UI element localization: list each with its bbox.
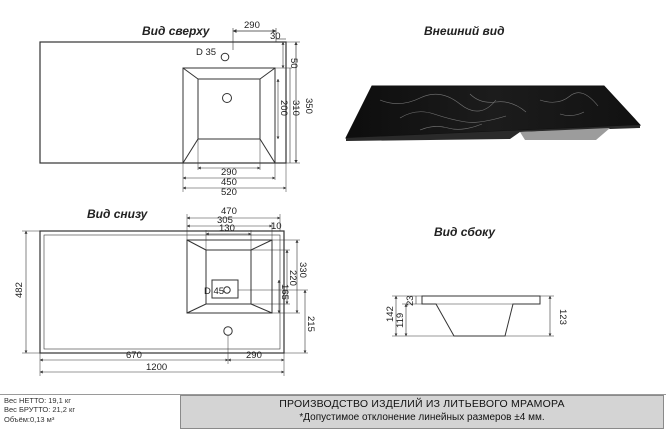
top-view-hole-label: D 35: [196, 47, 216, 58]
bottom-view-hole-label: D 45: [204, 286, 224, 297]
bottom-view: [22, 214, 308, 376]
dim-top-200: 200: [278, 100, 289, 116]
dim-bottom-215: 215: [305, 316, 316, 332]
dim-bottom-330: 330: [297, 262, 308, 278]
dim-bottom-220: 220: [287, 270, 298, 286]
side-view-title: Вид сбоку: [434, 225, 496, 239]
top-view-title: Вид сверху: [142, 24, 211, 38]
dim-side-142: 142: [385, 306, 396, 322]
dim-bottom-470: 470: [221, 206, 237, 217]
footer-divider: [0, 394, 666, 395]
dim-top-450: 450: [221, 177, 237, 188]
top-view-slab-outline: [39, 41, 287, 164]
marble-bowl-underside: [520, 128, 610, 140]
dim-bottom-130: 130: [219, 223, 235, 234]
external-view: Внешний вид: [345, 24, 642, 141]
dim-bottom-290: 290: [246, 350, 262, 361]
spec-gross-weight: Вес БРУТТО: 21,2 кг: [4, 405, 76, 415]
top-view: [39, 28, 300, 192]
marble-slab-edge: [346, 125, 640, 141]
dim-top-50: 50: [288, 58, 299, 69]
dim-top-350: 350: [303, 98, 314, 114]
production-box: ПРОИЗВОДСТВО ИЗДЕЛИЙ ИЗ ЛИТЬЕВОГО МРАМОР…: [180, 395, 664, 429]
side-view: Вид сбоку 142 119 23 123: [385, 225, 568, 337]
bottom-view-slab-inner: [43, 234, 281, 350]
dim-side-123: 123: [557, 309, 568, 325]
dim-top-30: 30: [270, 31, 281, 42]
top-view-drain: [222, 93, 232, 103]
top-view-bowl-outer: [182, 67, 276, 164]
bottom-view-faucet-hole: [223, 326, 233, 336]
specs-block: Вес НЕТТО: 19,1 кг Вес БРУТТО: 21,2 кг О…: [4, 396, 176, 442]
bottom-view-labels: Вид снизу 470 305 130 10 482 D 45 330 22…: [14, 206, 316, 373]
bottom-view-title: Вид снизу: [87, 207, 149, 221]
dim-bottom-670: 670: [126, 350, 142, 361]
spec-volume: Объём:0,13 м³: [4, 414, 55, 424]
external-view-title: Внешний вид: [424, 24, 505, 38]
marble-veins: [379, 92, 599, 131]
top-view-bowl-inner: [197, 78, 261, 140]
side-view-profile: [421, 295, 541, 337]
production-title: ПРОИЗВОДСТВО ИЗДЕЛИЙ ИЗ ЛИТЬЕВОГО МРАМОР…: [279, 398, 565, 410]
dim-top-520: 520: [221, 187, 237, 198]
dim-bottom-1200: 1200: [146, 362, 167, 373]
dim-top-290: 290: [244, 20, 260, 31]
dim-bottom-10: 10: [271, 221, 282, 232]
dim-bottom-482: 482: [14, 282, 25, 298]
bottom-view-drain-box: [211, 279, 239, 299]
production-note: *Допустимое отклонение линейных размеров…: [299, 412, 545, 423]
bottom-view-bowl-inner: [205, 249, 252, 305]
bottom-view-slab-outline: [39, 230, 285, 354]
dim-side-23: 23: [405, 295, 416, 306]
top-view-faucet-hole: [220, 52, 230, 62]
top-view-labels: Вид сверху D 35 290 30 50 350 310 200 29…: [142, 20, 314, 198]
dim-side-119: 119: [395, 313, 406, 328]
bottom-view-drain: [223, 286, 231, 294]
dim-bottom-165: 165: [279, 284, 290, 300]
spec-net-weight: Вес НЕТТО: 19,1 кг: [4, 396, 71, 405]
dim-top-310: 310: [290, 100, 301, 116]
bottom-view-bowl-outer: [186, 239, 273, 314]
dim-bottom-305: 305: [217, 215, 233, 226]
dim-top-290b: 290: [221, 167, 237, 178]
